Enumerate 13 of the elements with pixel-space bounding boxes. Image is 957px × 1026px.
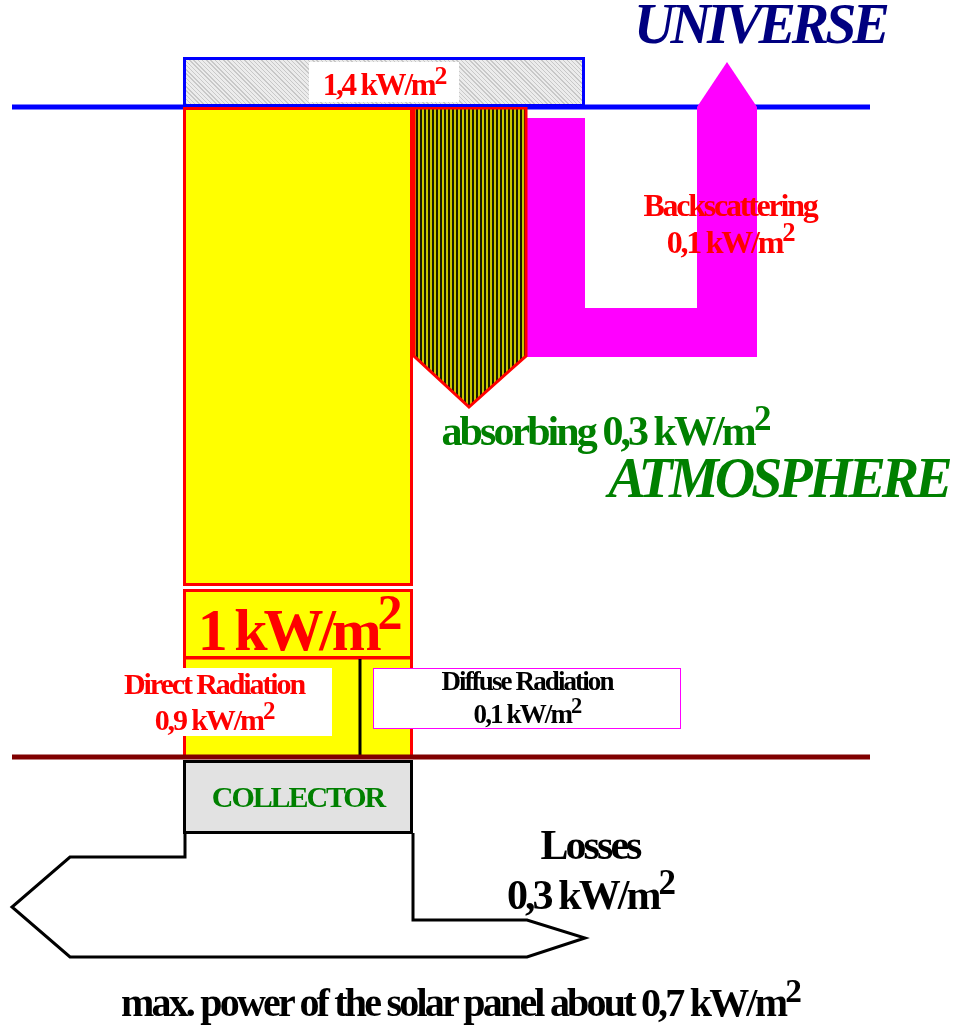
- collector-box: [183, 760, 413, 834]
- value-text: 1,4 kW/m$^{2}$: [308, 62, 460, 102]
- value-text: 1 kW/m$^{2}$: [197, 589, 399, 659]
- region-label: ATMOSPHERE: [600, 452, 957, 506]
- radiation-box: [373, 668, 681, 729]
- value-text: Diffuse Radiation 0,1 kW/m$^{2}$: [441, 669, 613, 728]
- region-label: UNIVERSE: [633, 0, 888, 52]
- value-text: COLLECTOR: [211, 782, 385, 812]
- flow-label: Losses 0,3 kW/m$^{2}$: [505, 826, 675, 916]
- value-text: Direct Radiation 0,9 kW/m$^{2}$: [124, 670, 304, 734]
- caption-text: max. power of the solar panel about 0,7 kW/m$^{2}$: [119, 975, 801, 1023]
- flow-label: absorbing 0,3 kW/m$^{2}$: [440, 402, 770, 452]
- radiation-box: [183, 57, 585, 107]
